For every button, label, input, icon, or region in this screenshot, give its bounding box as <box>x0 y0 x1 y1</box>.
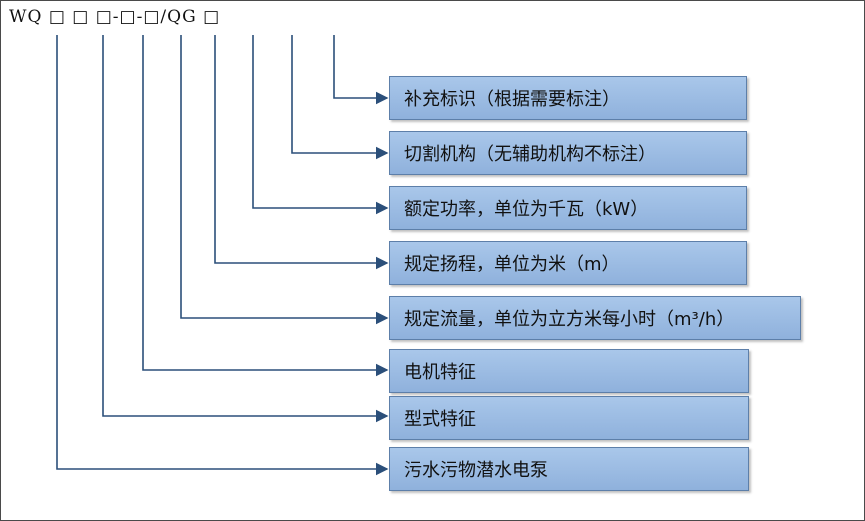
label-sewage-pump: 污水污物潜水电泵 <box>389 447 749 491</box>
label-rated-power: 额定功率，单位为千瓦（kW） <box>389 186 747 230</box>
connector-motor <box>142 35 389 377</box>
connector-power <box>252 35 389 215</box>
model-code: WQ □ □ □-□-□/QG □ <box>9 7 221 27</box>
label-specified-flow: 规定流量，单位为立方米每小时（m³/h） <box>389 296 801 340</box>
connector-cutting <box>291 35 389 160</box>
connector-type <box>102 35 389 423</box>
connector-head <box>214 35 389 270</box>
label-type-feature: 型式特征 <box>389 396 749 440</box>
label-specified-head: 规定扬程，单位为米（m） <box>389 241 747 285</box>
connector-flow <box>180 35 389 325</box>
connector-supplement <box>333 35 389 105</box>
label-cutting-mechanism: 切割机构（无辅助机构不标注） <box>389 131 747 175</box>
connector-pump <box>56 35 389 476</box>
label-supplement: 补充标识（根据需要标注） <box>389 76 747 120</box>
label-motor-feature: 电机特征 <box>389 349 749 393</box>
